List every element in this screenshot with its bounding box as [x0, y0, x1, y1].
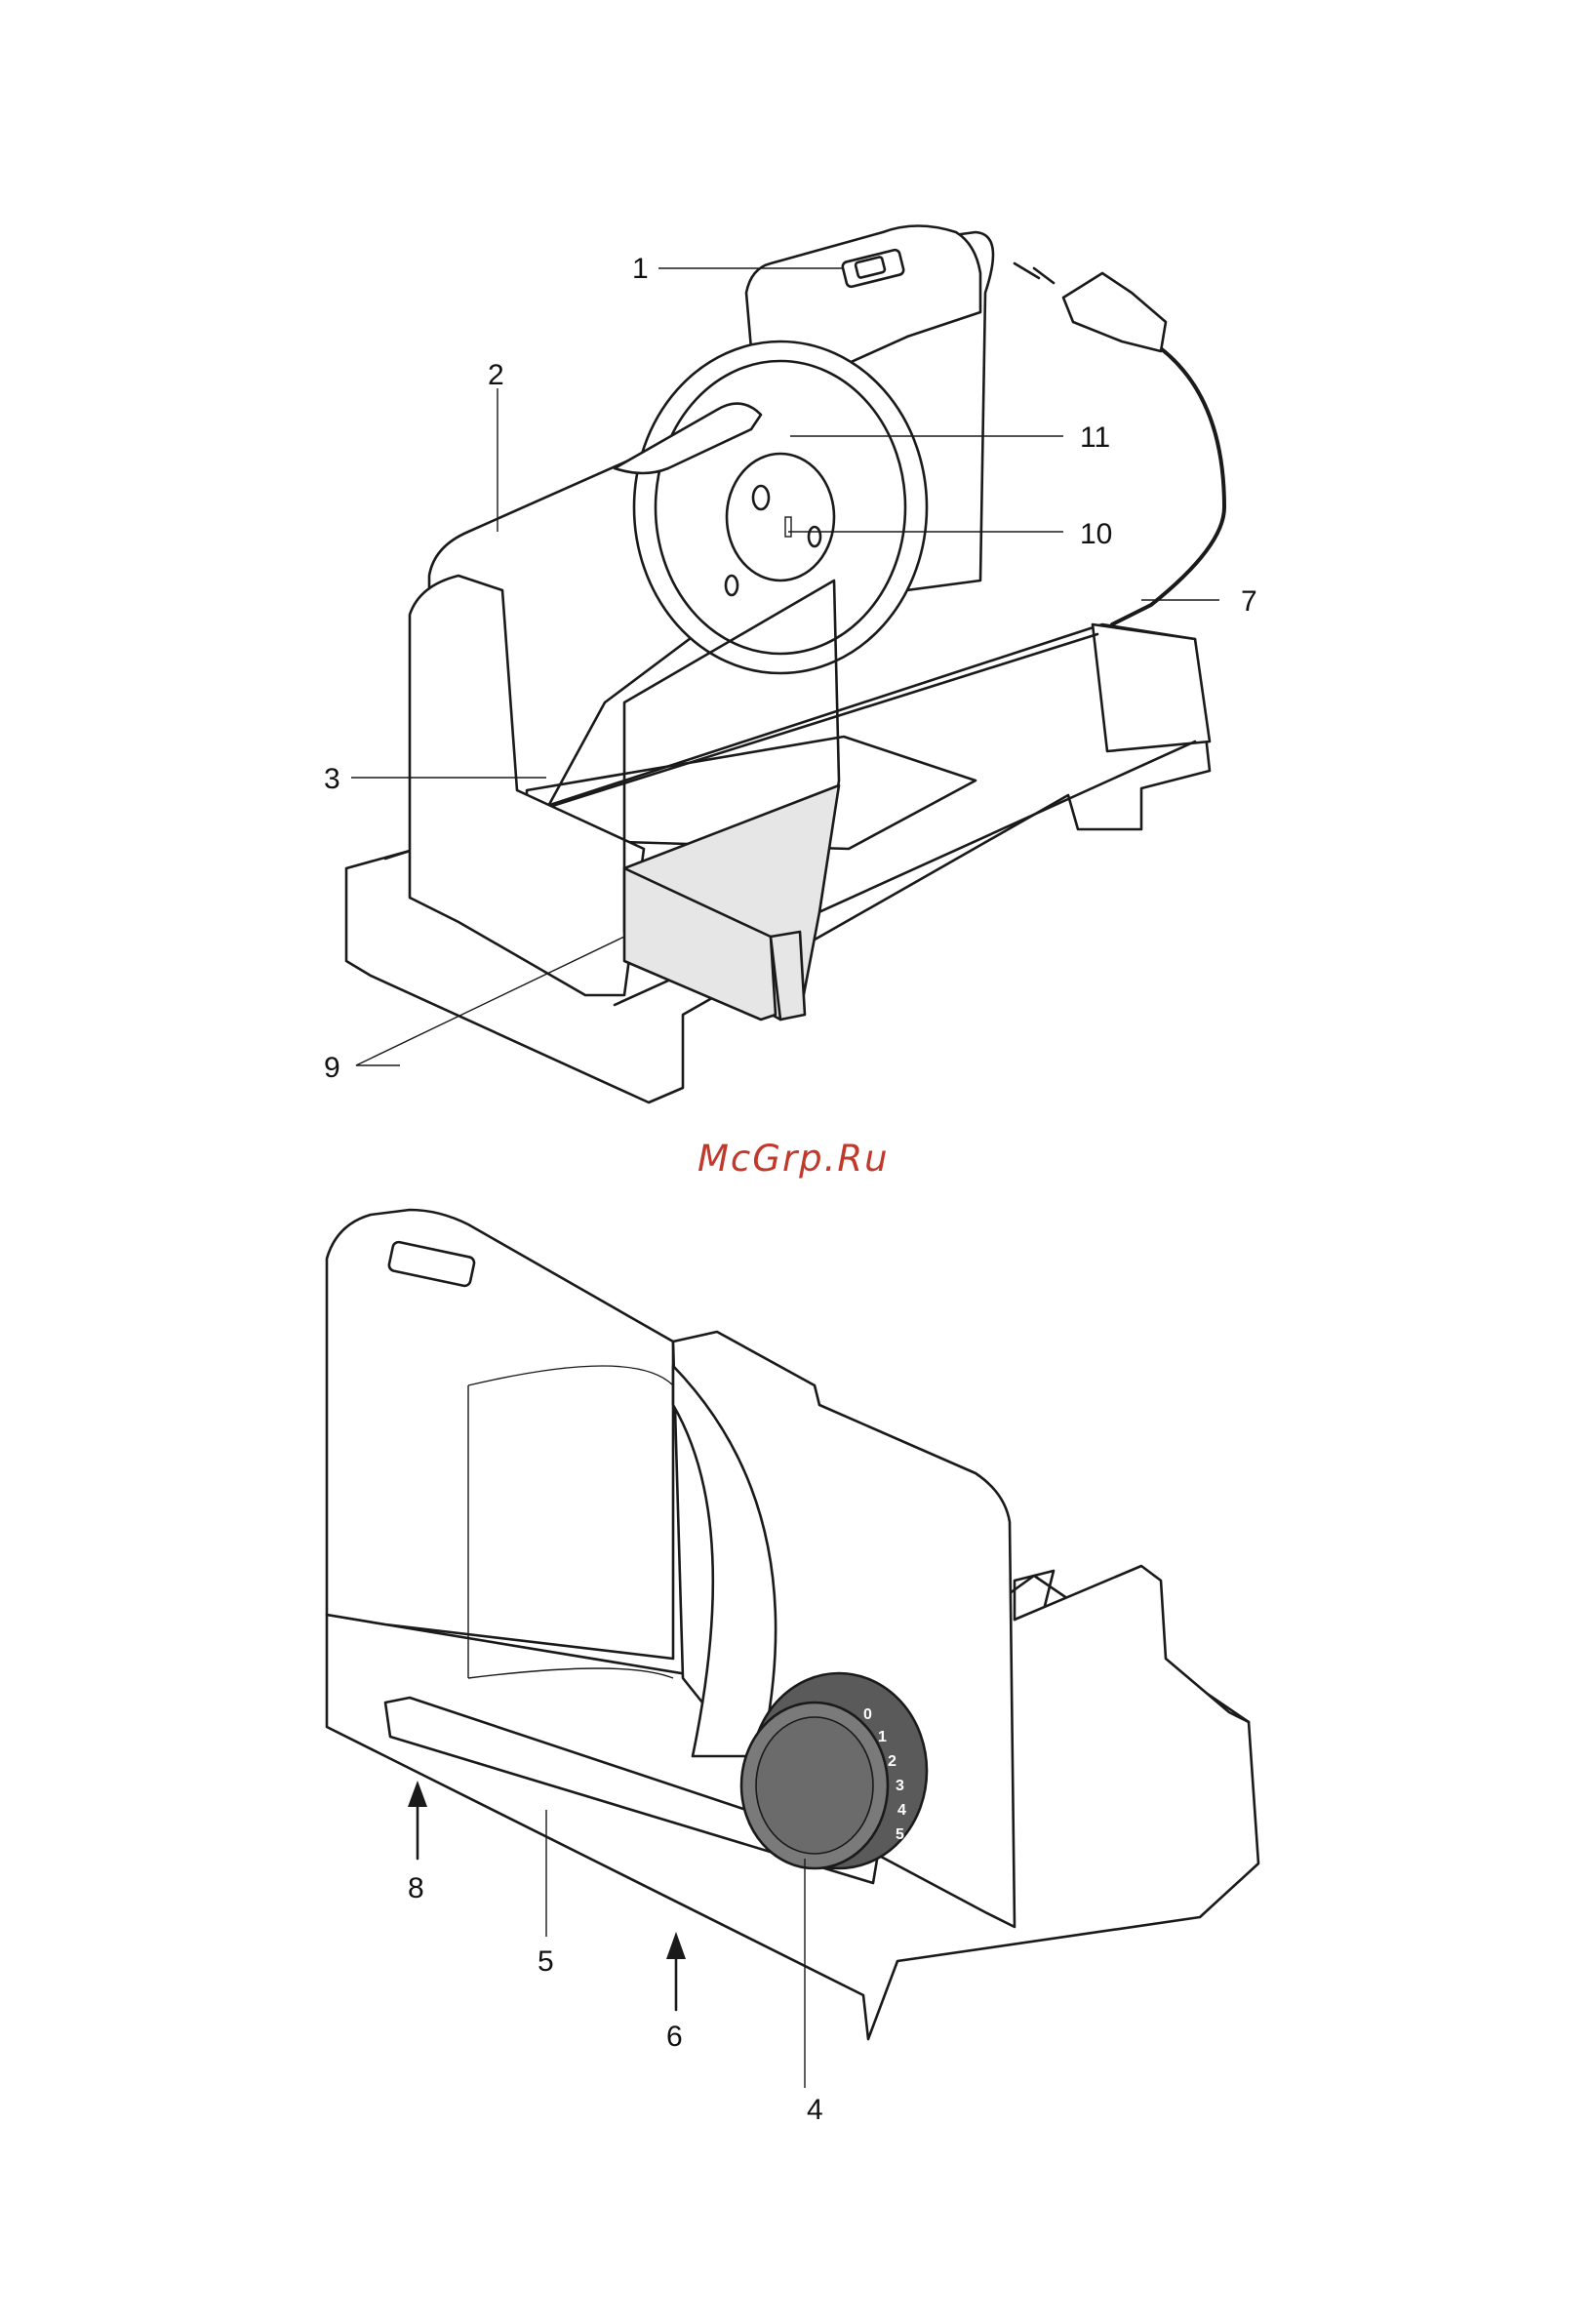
- callout-7: 7: [1241, 585, 1257, 618]
- callout-6: 6: [666, 2021, 683, 2053]
- dial-mark-5: 5: [896, 1826, 904, 1843]
- bottom-view-slicer: 0 1 2 3 4 5 4 5 6 8: [327, 1210, 1258, 2126]
- blade-disc: [634, 341, 927, 673]
- callout-2: 2: [488, 359, 504, 391]
- watermark-text: McGrp.Ru: [697, 1138, 890, 1180]
- dial-mark-4: 4: [897, 1802, 906, 1819]
- dial-mark-1: 1: [878, 1729, 887, 1745]
- callout-9: 9: [324, 1052, 340, 1084]
- callout-5: 5: [538, 1945, 554, 1978]
- housing-rear: [327, 1210, 673, 1659]
- dial-mark-2: 2: [888, 1753, 897, 1770]
- dial-mark-3: 3: [896, 1778, 904, 1794]
- top-view-slicer: 1 2 3 7 9 10 11: [324, 226, 1257, 1103]
- callout-10: 10: [1080, 518, 1112, 550]
- dial-mark-0: 0: [863, 1706, 872, 1723]
- arrow-6: [666, 1932, 686, 2010]
- callout-11: 11: [1080, 421, 1110, 454]
- callout-8: 8: [408, 1872, 424, 1904]
- arrow-8: [408, 1781, 427, 1859]
- power-cord: [1015, 263, 1224, 624]
- callout-4: 4: [807, 2094, 823, 2126]
- callout-3: 3: [324, 763, 340, 795]
- callout-1: 1: [632, 253, 649, 285]
